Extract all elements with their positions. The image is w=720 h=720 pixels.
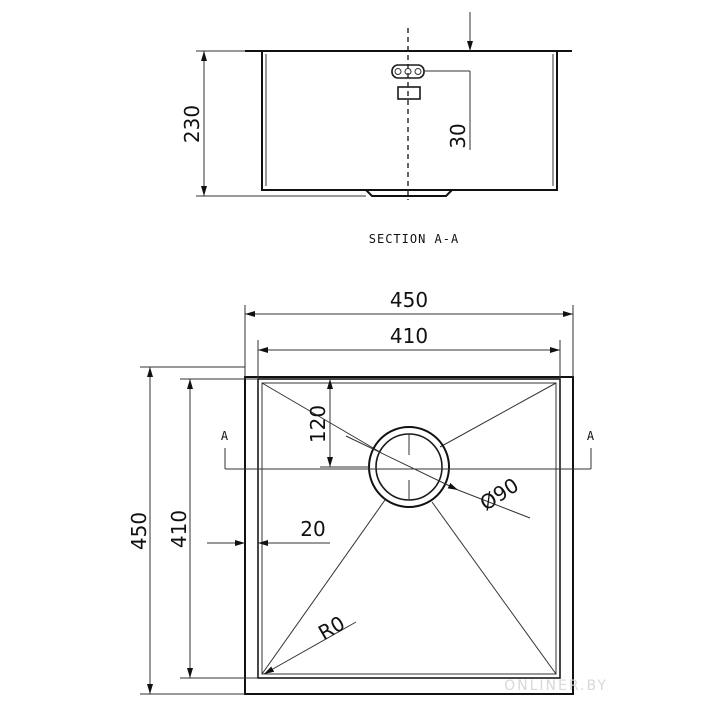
overflow-label: 30 — [446, 123, 470, 148]
section-mark-right: A — [587, 429, 595, 443]
outer-height-dimension: 450 — [127, 366, 245, 695]
section-line: A A — [221, 429, 595, 470]
outer-width-dimension: 450 — [244, 288, 574, 377]
inner-width-label: 410 — [390, 324, 428, 348]
inner-bowl — [257, 378, 561, 679]
corner-radius-label: R0 — [314, 611, 349, 645]
drain-offset-label: 120 — [306, 405, 330, 443]
overflow-dimension: 30 — [446, 12, 473, 150]
drain-offset-dimension: 120 — [306, 379, 369, 468]
overflow-fitting — [391, 64, 470, 100]
rim-label: 20 — [300, 517, 325, 541]
corner-radius-dimension: R0 — [263, 611, 357, 675]
section-view: 230 30 SECTION A-A — [180, 12, 572, 246]
depth-dimension: 230 — [180, 50, 366, 197]
inner-height-label: 410 — [167, 510, 191, 548]
outer-flange — [244, 376, 574, 695]
outer-height-label: 450 — [127, 512, 151, 550]
depth-label: 230 — [180, 105, 204, 143]
drain-diameter-label: Ø90 — [475, 473, 523, 516]
inner-width-dimension: 410 — [257, 324, 561, 379]
plan-view: A A 450 410 450 410 — [127, 288, 595, 695]
drain — [368, 426, 450, 508]
outer-width-label: 450 — [390, 288, 428, 312]
rim-dimension: 20 — [207, 517, 330, 546]
inner-height-dimension: 410 — [167, 378, 258, 679]
section-title: SECTION A-A — [369, 232, 459, 246]
watermark-text: ONLINER.BY — [504, 678, 608, 694]
section-mark-left: A — [221, 429, 229, 443]
